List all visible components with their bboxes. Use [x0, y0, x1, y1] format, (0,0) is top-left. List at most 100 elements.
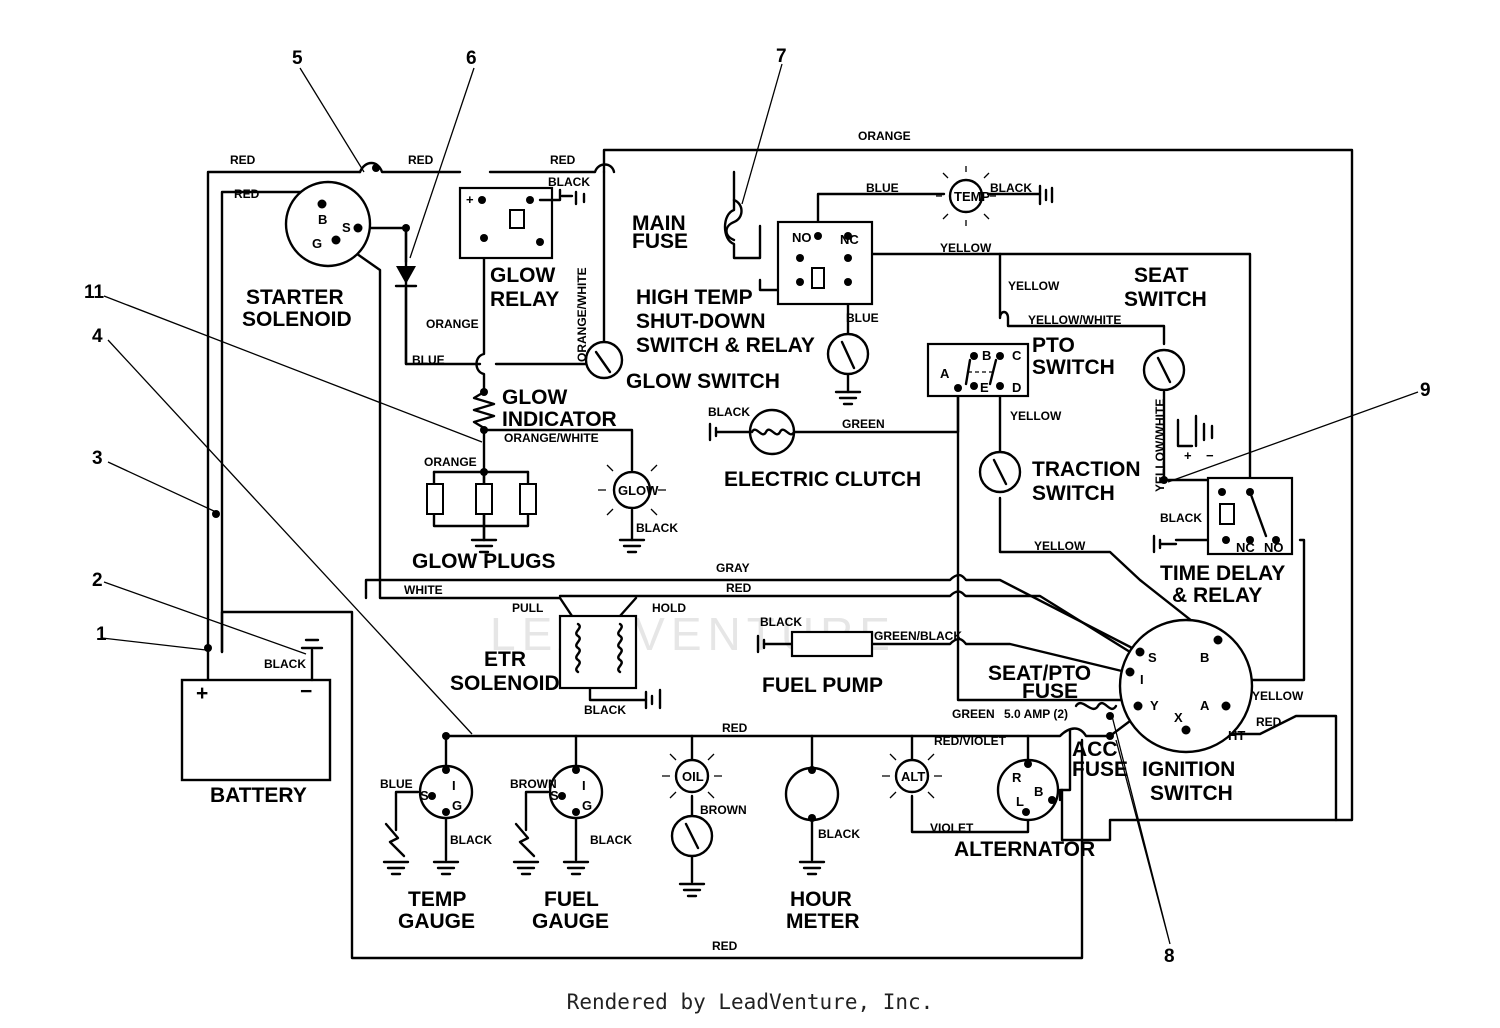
svg-text:I: I [452, 778, 456, 793]
svg-text:+: + [466, 192, 474, 207]
diode [394, 266, 418, 288]
svg-text:HOLD: HOLD [652, 601, 686, 615]
svg-text:FUSE: FUSE [1022, 680, 1078, 703]
svg-text:GLOW: GLOW [490, 264, 555, 287]
svg-text:FUEL: FUEL [544, 888, 599, 911]
seat-pto-fuse [1074, 701, 1118, 711]
svg-text:NO: NO [1264, 540, 1284, 555]
footer-credit: Rendered by LeadVenture, Inc. [566, 990, 934, 1014]
svg-text:ACC: ACC [1072, 738, 1118, 761]
svg-text:RED/VIOLET: RED/VIOLET [934, 734, 1007, 748]
svg-text:TRACTION: TRACTION [1032, 458, 1141, 481]
svg-text:BLACK: BLACK [590, 833, 632, 847]
svg-text:TIME DELAY: TIME DELAY [1160, 562, 1285, 585]
svg-text:ETR: ETR [484, 648, 526, 671]
svg-text:SHUT-DOWN: SHUT-DOWN [636, 310, 766, 333]
glow-indicator [472, 388, 496, 434]
svg-text:1: 1 [96, 624, 107, 645]
svg-text:+: + [1184, 448, 1192, 463]
svg-text:BLUE: BLUE [412, 353, 445, 367]
svg-text:FUSE: FUSE [632, 230, 688, 253]
svg-text:FUSE: FUSE [1072, 758, 1128, 781]
component-labels: STARTER SOLENOID GLOW RELAY MAIN FUSE HI… [210, 212, 1285, 933]
high-temp-relay: NO NC [776, 220, 874, 306]
svg-text:−: − [300, 680, 312, 703]
svg-text:NC: NC [840, 232, 859, 247]
svg-text:RED: RED [230, 153, 256, 167]
svg-text:9: 9 [1420, 380, 1431, 401]
svg-text:BLACK: BLACK [1160, 511, 1202, 525]
svg-text:RED: RED [722, 721, 748, 735]
svg-text:E: E [980, 380, 989, 395]
svg-text:ORANGE: ORANGE [426, 317, 479, 331]
svg-text:ORANGE: ORANGE [858, 129, 911, 143]
svg-text:SWITCH: SWITCH [1124, 288, 1207, 311]
svg-text:BLUE: BLUE [846, 311, 879, 325]
svg-text:BLACK: BLACK [708, 405, 750, 419]
svg-text:PULL: PULL [512, 601, 543, 615]
svg-text:ORANGE: ORANGE [424, 455, 477, 469]
battery: + − [180, 638, 332, 782]
svg-text:GLOW PLUGS: GLOW PLUGS [412, 550, 556, 573]
svg-text:METER: METER [786, 910, 860, 933]
svg-text:B: B [982, 348, 991, 363]
svg-text:SWITCH: SWITCH [1032, 482, 1115, 505]
svg-text:BLACK: BLACK [264, 657, 306, 671]
glow-plugs [426, 483, 537, 554]
svg-text:BLUE: BLUE [866, 181, 899, 195]
svg-text:I: I [582, 778, 586, 793]
svg-text:BLACK: BLACK [584, 703, 626, 717]
temp-gauge: I S G [382, 764, 474, 876]
starter-label-2: SOLENOID [242, 308, 352, 331]
svg-text:TEMP: TEMP [954, 189, 990, 204]
svg-text:GLOW: GLOW [618, 483, 659, 498]
main-fuse [725, 198, 743, 242]
svg-text:G: G [582, 798, 592, 813]
svg-text:RELAY: RELAY [490, 288, 559, 311]
svg-text:YELLOW: YELLOW [1034, 539, 1086, 553]
glow-lamp: GLOW [598, 458, 666, 554]
svg-text:RED: RED [1256, 715, 1282, 729]
svg-text:ELECTRIC CLUTCH: ELECTRIC CLUTCH [724, 468, 921, 491]
svg-text:BLACK: BLACK [760, 615, 802, 629]
temp-lamp: TEMP [936, 166, 1054, 226]
svg-text:YELLOW: YELLOW [1008, 279, 1060, 293]
svg-text:TEMP: TEMP [408, 888, 466, 911]
svg-text:GREEN: GREEN [842, 417, 885, 431]
svg-text:BROWN: BROWN [510, 777, 557, 791]
electric-clutch [708, 408, 796, 456]
oil-lamp: OIL [662, 753, 722, 898]
svg-text:ORANGE/WHITE: ORANGE/WHITE [575, 267, 589, 362]
svg-text:GRAY: GRAY [716, 561, 750, 575]
svg-text:A: A [940, 366, 950, 381]
svg-text:−: − [1206, 448, 1214, 463]
svg-text:SEAT/PTO: SEAT/PTO [988, 662, 1091, 685]
svg-text:C: C [1012, 348, 1022, 363]
svg-text:8: 8 [1164, 946, 1175, 967]
svg-text:BATTERY: BATTERY [210, 784, 307, 807]
svg-text:3: 3 [92, 448, 103, 469]
svg-text:NC: NC [1236, 540, 1255, 555]
svg-text:G: G [452, 798, 462, 813]
alt-lamp: ALT [882, 753, 942, 799]
svg-text:HIGH TEMP: HIGH TEMP [636, 286, 753, 309]
traction-switch [978, 450, 1022, 494]
svg-text:RED: RED [712, 939, 738, 953]
svg-text:B: B [1034, 784, 1043, 799]
svg-text:ALT: ALT [901, 769, 925, 784]
svg-text:SWITCH & RELAY: SWITCH & RELAY [636, 334, 815, 357]
svg-text:YELLOW: YELLOW [940, 241, 992, 255]
svg-text:Y: Y [1150, 698, 1159, 713]
svg-text:GAUGE: GAUGE [532, 910, 609, 933]
svg-text:7: 7 [776, 46, 787, 67]
svg-text:& RELAY: & RELAY [1172, 584, 1262, 607]
svg-text:R: R [1012, 770, 1022, 785]
glow-relay: + [458, 186, 586, 260]
svg-text:BLACK: BLACK [636, 521, 678, 535]
svg-text:GAUGE: GAUGE [398, 910, 475, 933]
svg-text:RED: RED [234, 187, 260, 201]
seat-switch [1142, 348, 1186, 392]
svg-text:GREEN: GREEN [952, 707, 995, 721]
svg-text:X: X [1174, 710, 1183, 725]
